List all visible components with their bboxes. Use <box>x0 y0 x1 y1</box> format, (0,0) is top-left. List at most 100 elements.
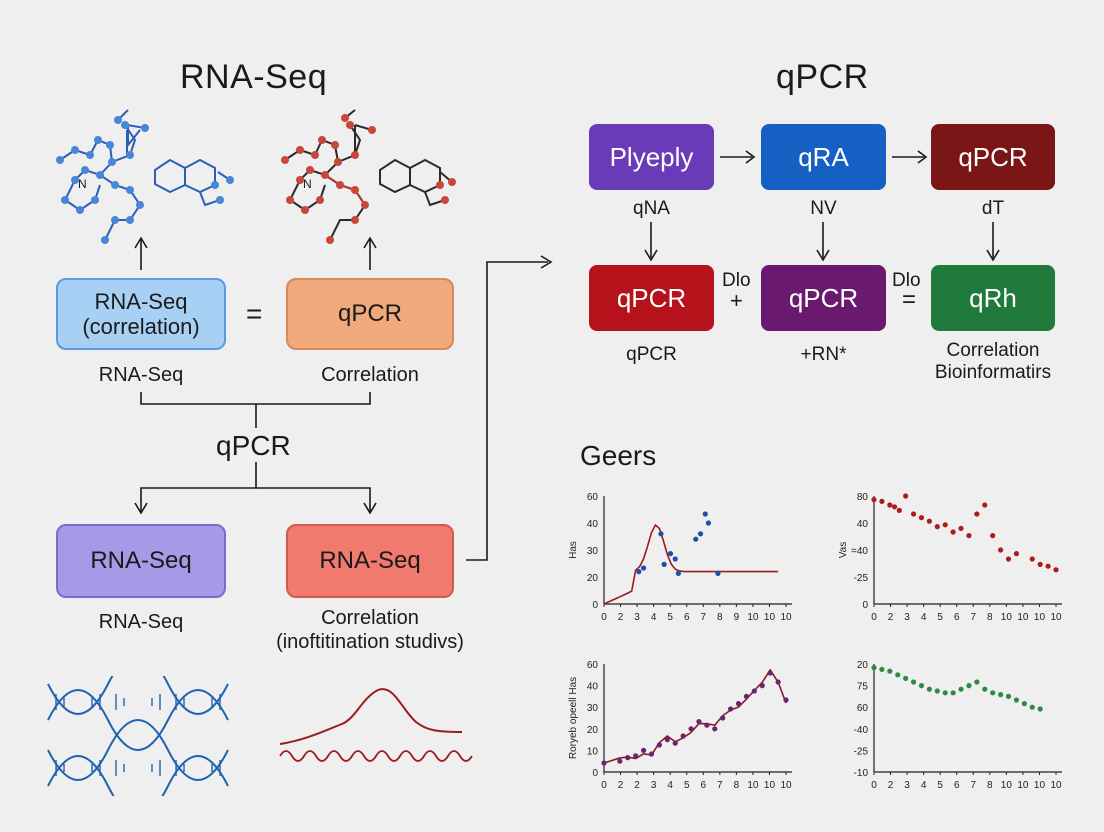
box-row2-2: qPCR <box>761 265 886 331</box>
x-tick-label: 3 <box>634 612 640 623</box>
data-point <box>636 569 642 575</box>
x-tick-label: 8 <box>987 612 993 623</box>
data-point <box>887 668 893 674</box>
data-point <box>1013 551 1020 557</box>
x-tick-label: 3 <box>651 780 657 791</box>
data-point <box>1021 701 1027 707</box>
plots-title: Geers <box>580 440 657 471</box>
x-tick-label: 10 <box>764 612 776 623</box>
x-tick-label: 8 <box>717 612 723 623</box>
y-tick-label: 20 <box>587 725 599 736</box>
data-point <box>1005 693 1012 699</box>
data-point <box>640 747 647 753</box>
box-rnaseq-purple: RNA-Seq <box>56 524 226 598</box>
data-point <box>675 570 681 576</box>
x-tick-label: 4 <box>921 612 927 623</box>
x-tick-label: 5 <box>937 612 943 623</box>
x-tick-label: 2 <box>618 780 624 791</box>
data-point <box>942 522 948 528</box>
data-point <box>950 690 956 696</box>
data-point <box>688 726 694 732</box>
molecule-label-n2: N <box>303 177 312 191</box>
y-tick-label: -40 <box>854 725 869 736</box>
label-bottom-rnaseq: RNA-Seq <box>98 611 184 633</box>
data-point <box>743 693 750 699</box>
label-row2-1: qPCR <box>626 344 677 365</box>
x-tick-label: 3 <box>904 780 910 791</box>
data-point <box>895 672 901 678</box>
molecule-red: N <box>281 109 456 244</box>
box-row2-2-text: qPCR <box>788 282 859 313</box>
data-point <box>887 502 893 508</box>
label-rnaseq: RNA-Seq <box>98 364 184 386</box>
data-point <box>625 755 631 761</box>
data-point <box>966 683 972 689</box>
data-point <box>982 502 988 508</box>
data-point <box>1037 561 1043 567</box>
box-row1-2: qRA <box>761 124 886 190</box>
x-tick-label: 6 <box>684 612 690 623</box>
box-row2-3-text: qRh <box>969 282 1017 313</box>
data-point <box>702 511 708 517</box>
x-tick-label: 10 <box>1001 612 1013 623</box>
label-row2-3-line1: Correlation <box>946 340 1040 361</box>
data-point <box>934 524 940 530</box>
data-point <box>982 686 988 692</box>
y-tick-label: 60 <box>587 660 599 671</box>
y-tick-label: 75 <box>857 682 869 693</box>
x-tick-label: 0 <box>871 612 877 623</box>
x-tick-label: 10 <box>780 780 792 791</box>
x-tick-label: 10 <box>747 780 759 791</box>
x-tick-label: 10 <box>780 612 792 623</box>
label-row2-2: +RN* <box>800 344 847 365</box>
data-point <box>950 529 956 535</box>
data-point <box>1013 697 1020 703</box>
data-point <box>680 733 686 739</box>
y-tick-label: 40 <box>587 682 599 693</box>
op2-top: Dlo <box>892 270 921 291</box>
y-tick-label: 30 <box>587 703 599 714</box>
label-row2-3-line2: Bioinformatirs <box>934 362 1052 383</box>
data-point <box>693 536 699 542</box>
data-point <box>903 675 909 681</box>
x-tick-label: 6 <box>954 780 960 791</box>
label-bottom-correlation-line1: Correlation <box>321 607 419 629</box>
x-tick-label: 8 <box>734 780 740 791</box>
x-tick-label: 2 <box>634 780 640 791</box>
data-point <box>1037 706 1043 712</box>
x-tick-label: 10 <box>1017 780 1029 791</box>
data-point <box>658 531 664 537</box>
data-point <box>934 688 940 694</box>
y-tick-label: -25 <box>854 746 869 757</box>
y-tick-label: -25 <box>854 573 869 584</box>
y-tick-label: 0 <box>592 768 598 779</box>
y-tick-label: =40 <box>851 546 868 557</box>
x-tick-label: 5 <box>937 780 943 791</box>
molecule-label-n1: N <box>78 177 87 191</box>
data-point <box>918 515 925 521</box>
x-tick-label: 10 <box>1034 612 1046 623</box>
data-point <box>958 686 964 692</box>
label-bottom-correlation-line2: (inoftitination studivs) <box>276 631 464 653</box>
data-point <box>667 551 674 557</box>
y-tick-label: 80 <box>857 492 869 503</box>
x-tick-label: 3 <box>904 612 910 623</box>
x-tick-label: 2 <box>888 780 894 791</box>
data-point <box>775 679 781 685</box>
y-tick-label: 60 <box>587 492 599 503</box>
data-point <box>640 565 647 571</box>
data-point <box>918 683 925 689</box>
data-point <box>871 665 877 671</box>
data-point <box>974 511 980 517</box>
label-row1-1: qNA <box>633 198 670 219</box>
x-tick-label: 10 <box>1034 780 1046 791</box>
x-tick-label: 2 <box>888 612 894 623</box>
equals-sign: = <box>246 298 263 329</box>
x-tick-label: 4 <box>667 780 673 791</box>
fit-curve <box>603 668 787 764</box>
